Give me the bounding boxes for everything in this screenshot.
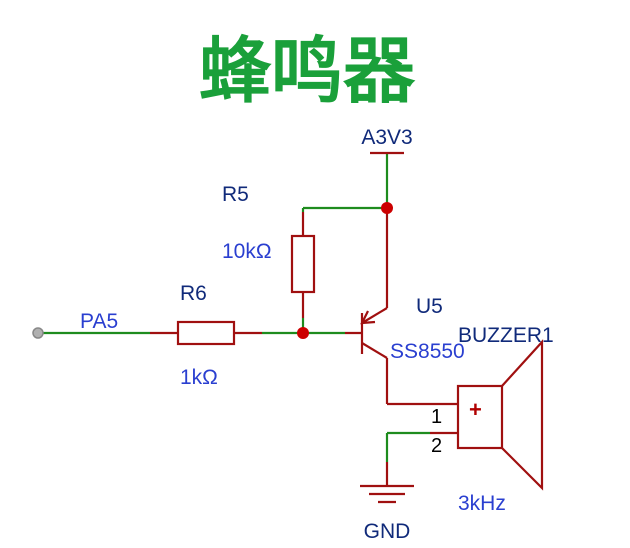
buzzer-horn-icon: [501, 339, 544, 491]
transistor-collector: [361, 342, 388, 359]
r5-body: [290, 234, 316, 294]
power-net-label: A3V3: [361, 126, 412, 149]
transistor-emitter: [361, 307, 388, 324]
buzzer-pin2-number: 2: [431, 435, 442, 457]
buzzer-value: 3kHz: [458, 492, 506, 515]
r5-value: 10kΩ: [222, 240, 272, 263]
junction-dot-vcc: [381, 202, 393, 214]
transistor-designator: U5: [416, 295, 443, 318]
buzzer-body: [456, 384, 504, 450]
transistor-emitter-arrow-icon: [360, 310, 376, 325]
schematic-title: 蜂鸣器: [199, 29, 416, 113]
input-net-label: PA5: [80, 310, 118, 333]
r6-body: [176, 320, 236, 346]
wires: [40, 153, 430, 462]
r6-designator: R6: [180, 282, 207, 305]
buzzer-pin1-number: 1: [431, 406, 442, 428]
input-terminal-icon: [32, 327, 44, 339]
r6-value: 1kΩ: [180, 366, 218, 389]
junction-dot-base: [297, 327, 309, 339]
buzzer-designator: BUZZER1: [458, 324, 554, 347]
transistor-part: SS8550: [390, 340, 465, 363]
component-symbols: [150, 151, 544, 504]
ground-net-label: GND: [364, 520, 411, 543]
r5-designator: R5: [222, 183, 249, 206]
buzzer-polarity-mark: +: [469, 397, 482, 422]
